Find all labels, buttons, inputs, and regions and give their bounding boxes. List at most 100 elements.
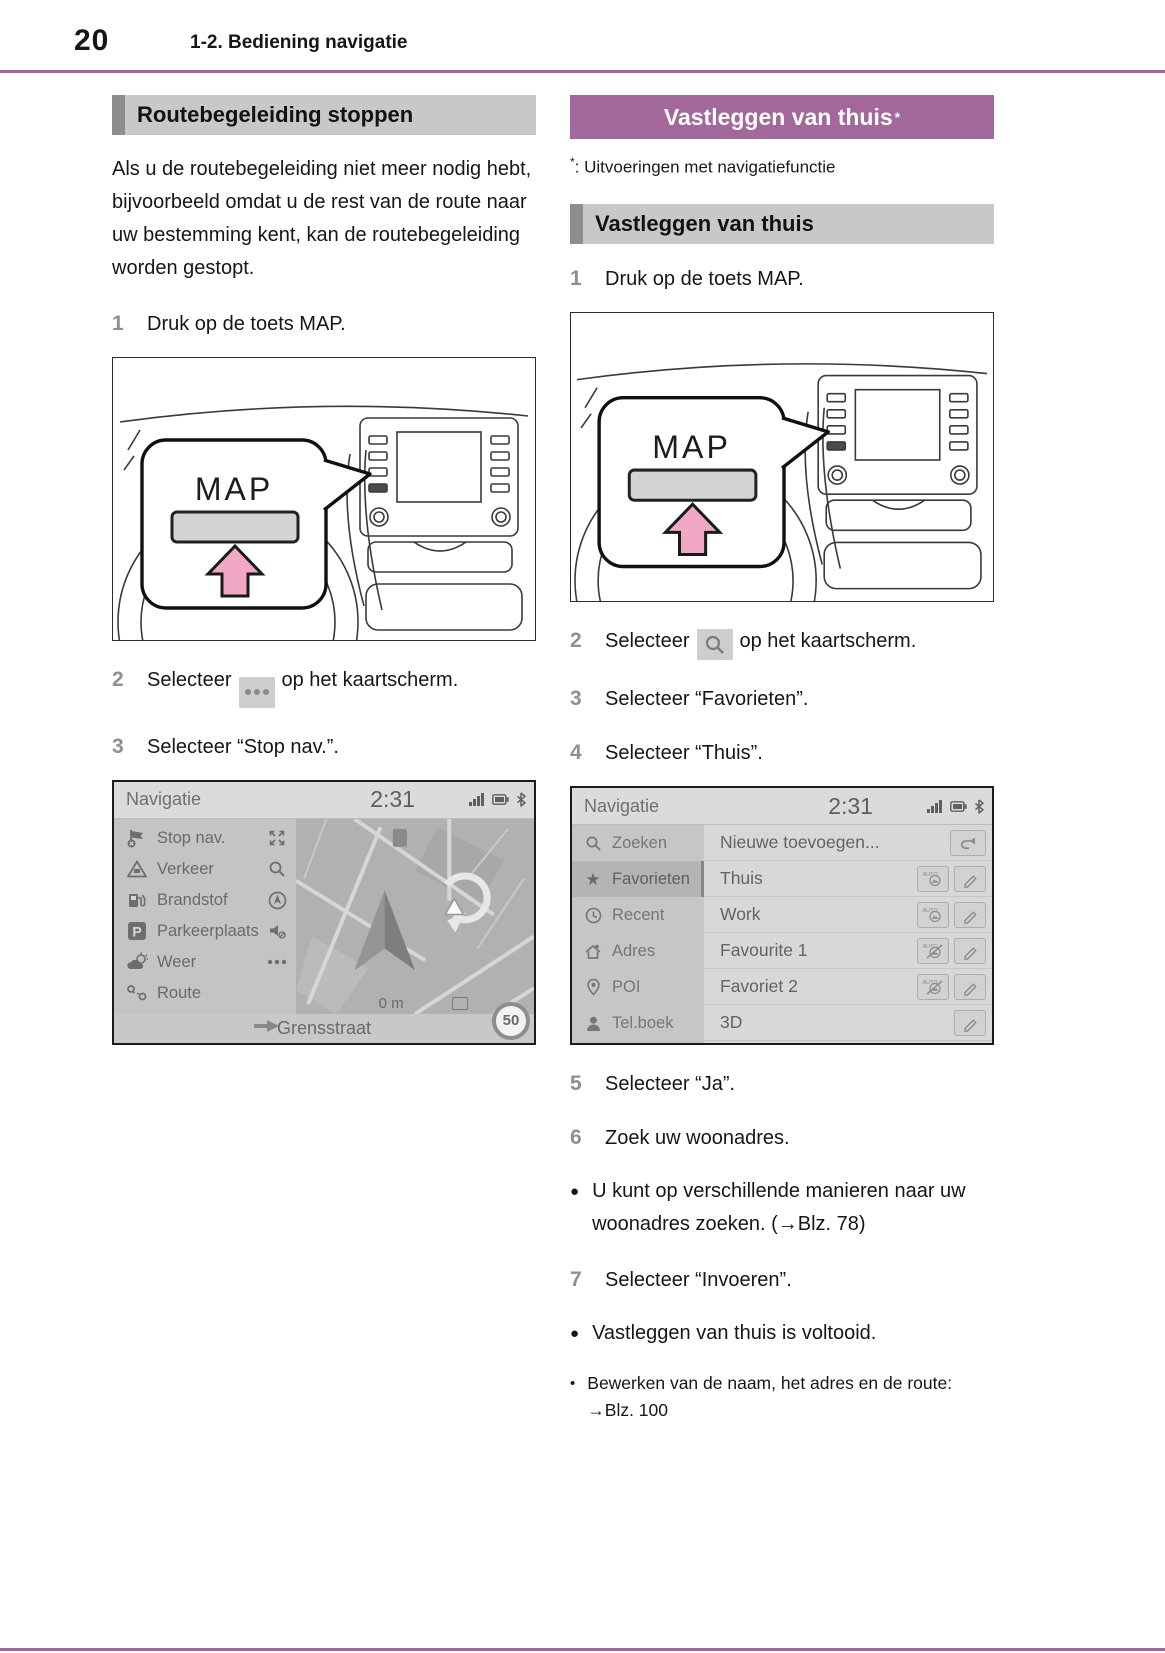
battery-icon (492, 794, 509, 805)
status-icons (927, 799, 984, 814)
step-number: 7 (570, 1268, 582, 1292)
press-arrow-icon (661, 501, 724, 556)
right-step-5: 5 Selecteer “Ja”. (570, 1069, 994, 1099)
note-text: Bewerken van de naam, het adres en de ro… (587, 1373, 953, 1421)
undo-icon (950, 829, 986, 856)
edit-pencil-icon (954, 937, 986, 964)
menu-item-weer: Weer (114, 947, 296, 978)
svg-text:AUTO: AUTO (923, 872, 939, 878)
left-heading: Routebegeleiding stoppen (125, 95, 536, 135)
home-icon (582, 943, 604, 960)
page-number: 20 (74, 24, 110, 57)
step-text: Druk op de toets MAP. (147, 313, 346, 335)
expand-icon (266, 829, 288, 847)
right-step-6: 6 Zoek uw woonadres. (570, 1123, 994, 1153)
screen-title: Navigatie (584, 795, 660, 816)
right-dashboard-illustration: MAP (570, 311, 994, 602)
fav-screen-titlebar: Navigatie 2:31 (572, 788, 992, 826)
banner-tab (570, 203, 583, 244)
screen-toggle-icon (452, 996, 468, 1010)
sidebar-item-poi: POI (572, 969, 704, 1005)
menu-item-stop-nav: Stop nav. (114, 823, 296, 854)
step-number: 2 (112, 668, 124, 691)
menu-item-brandstof: Brandstof (114, 885, 296, 916)
bluetooth-icon (975, 799, 984, 814)
banner-tab (112, 95, 125, 135)
signal-icon (469, 793, 484, 806)
right-section-title: Vastleggen van thuis (663, 103, 893, 130)
step-text: Selecteer “Stop nav.”. (147, 735, 339, 758)
menu-item-verkeer: Verkeer (114, 854, 296, 885)
edit-pencil-icon (954, 973, 986, 1000)
auto-off-icon: AUTO (917, 937, 949, 964)
bullet-icon: ● (570, 1183, 580, 1201)
map-button-label: MAP (652, 429, 731, 465)
clock-time: 2:31 (370, 786, 415, 812)
bullet-text: Vastleggen van thuis is voltooid. (592, 1322, 877, 1345)
direction-arrow-icon (254, 1019, 280, 1038)
person-icon (582, 1015, 604, 1032)
footnote-text: *: Uitvoeringen met navigatiefunctie (570, 155, 836, 177)
fav-screen-body: Zoeken ★ Favorieten Recent Adres (572, 825, 992, 1044)
right-section-banner: Vastleggen van thuis* (570, 95, 994, 139)
list-row-favoriet-2: Favoriet 2 AUTO (704, 969, 992, 1006)
step-text: Selecteer “Thuis”. (605, 742, 763, 765)
svg-text:AUTO: AUTO (923, 980, 939, 986)
destination-marker-icon (443, 896, 465, 915)
map-area (296, 818, 534, 1014)
step-number: 3 (112, 734, 124, 758)
stop-nav-flag-icon (126, 828, 148, 848)
sidebar-item-favorieten: ★ Favorieten (572, 861, 704, 898)
map-button-label: MAP (195, 471, 273, 507)
mute-icon (268, 922, 288, 940)
screen-title: Navigatie (126, 789, 202, 809)
weather-icon (126, 952, 148, 972)
left-heading-banner: Routebegeleiding stoppen (112, 95, 536, 135)
bullet-icon: ● (570, 1325, 580, 1343)
menu-item-route: Route (114, 978, 296, 1009)
note-bewerken: • Bewerken van de naam, het adres en de … (570, 1370, 994, 1424)
map-hard-button (170, 510, 300, 544)
edit-pencil-icon (954, 901, 986, 928)
search-icon (266, 860, 288, 878)
nav-menu-panel: Stop nav. Verkeer Brandstof P (114, 818, 296, 1014)
step-number: 1 (570, 266, 582, 290)
auto-off-icon: AUTO (917, 973, 949, 1000)
edit-pencil-icon (954, 1009, 986, 1036)
right-column: Vastleggen van thuis* *: Uitvoeringen me… (570, 95, 994, 1424)
route-icon (126, 983, 148, 1003)
svg-text:AUTO: AUTO (923, 944, 939, 950)
parking-icon: P (126, 921, 148, 941)
right-step-4: 4 Selecteer “Thuis”. (570, 738, 994, 768)
step-text: Selecteer “Invoeren”. (605, 1269, 792, 1292)
left-dashboard-illustration: MAP (112, 357, 536, 641)
search-icon (696, 629, 733, 661)
step-number: 5 (570, 1072, 582, 1096)
footnote-mark: * (894, 109, 901, 125)
list-row-nieuwe-toevoegen: Nieuwe toevoegen... (704, 825, 992, 862)
sidebar-item-adres: Adres (572, 933, 704, 969)
speed-limit-badge: 50 (492, 1001, 530, 1040)
fav-sidebar: Zoeken ★ Favorieten Recent Adres (572, 825, 704, 1044)
step-number: 4 (570, 741, 582, 765)
list-row-thuis: Thuis AUTO (704, 861, 992, 898)
step-number: 1 (112, 312, 124, 335)
street-bar: Grensstraat (114, 1013, 534, 1043)
poi-sign-icon (392, 828, 407, 847)
sidebar-item-recent: Recent (572, 897, 704, 933)
step-text: Druk op de toets MAP. (605, 267, 804, 290)
edit-pencil-icon (954, 865, 986, 892)
search-icon (582, 835, 604, 852)
fav-list: Nieuwe toevoegen... Thuis AUTO Work AUTO (704, 825, 992, 1044)
clock-icon (582, 907, 604, 924)
step-text: Zoek uw woonadres. (605, 1127, 790, 1150)
poi-pin-icon (582, 978, 604, 996)
right-heading: Vastleggen van thuis (583, 203, 994, 244)
bullet-text: U kunt op verschillende manieren naar uw… (592, 1180, 966, 1236)
left-column: Routebegeleiding stoppen Als u de routeb… (112, 95, 536, 1045)
auto-icon: AUTO (917, 865, 949, 892)
compass-icon (266, 891, 288, 910)
